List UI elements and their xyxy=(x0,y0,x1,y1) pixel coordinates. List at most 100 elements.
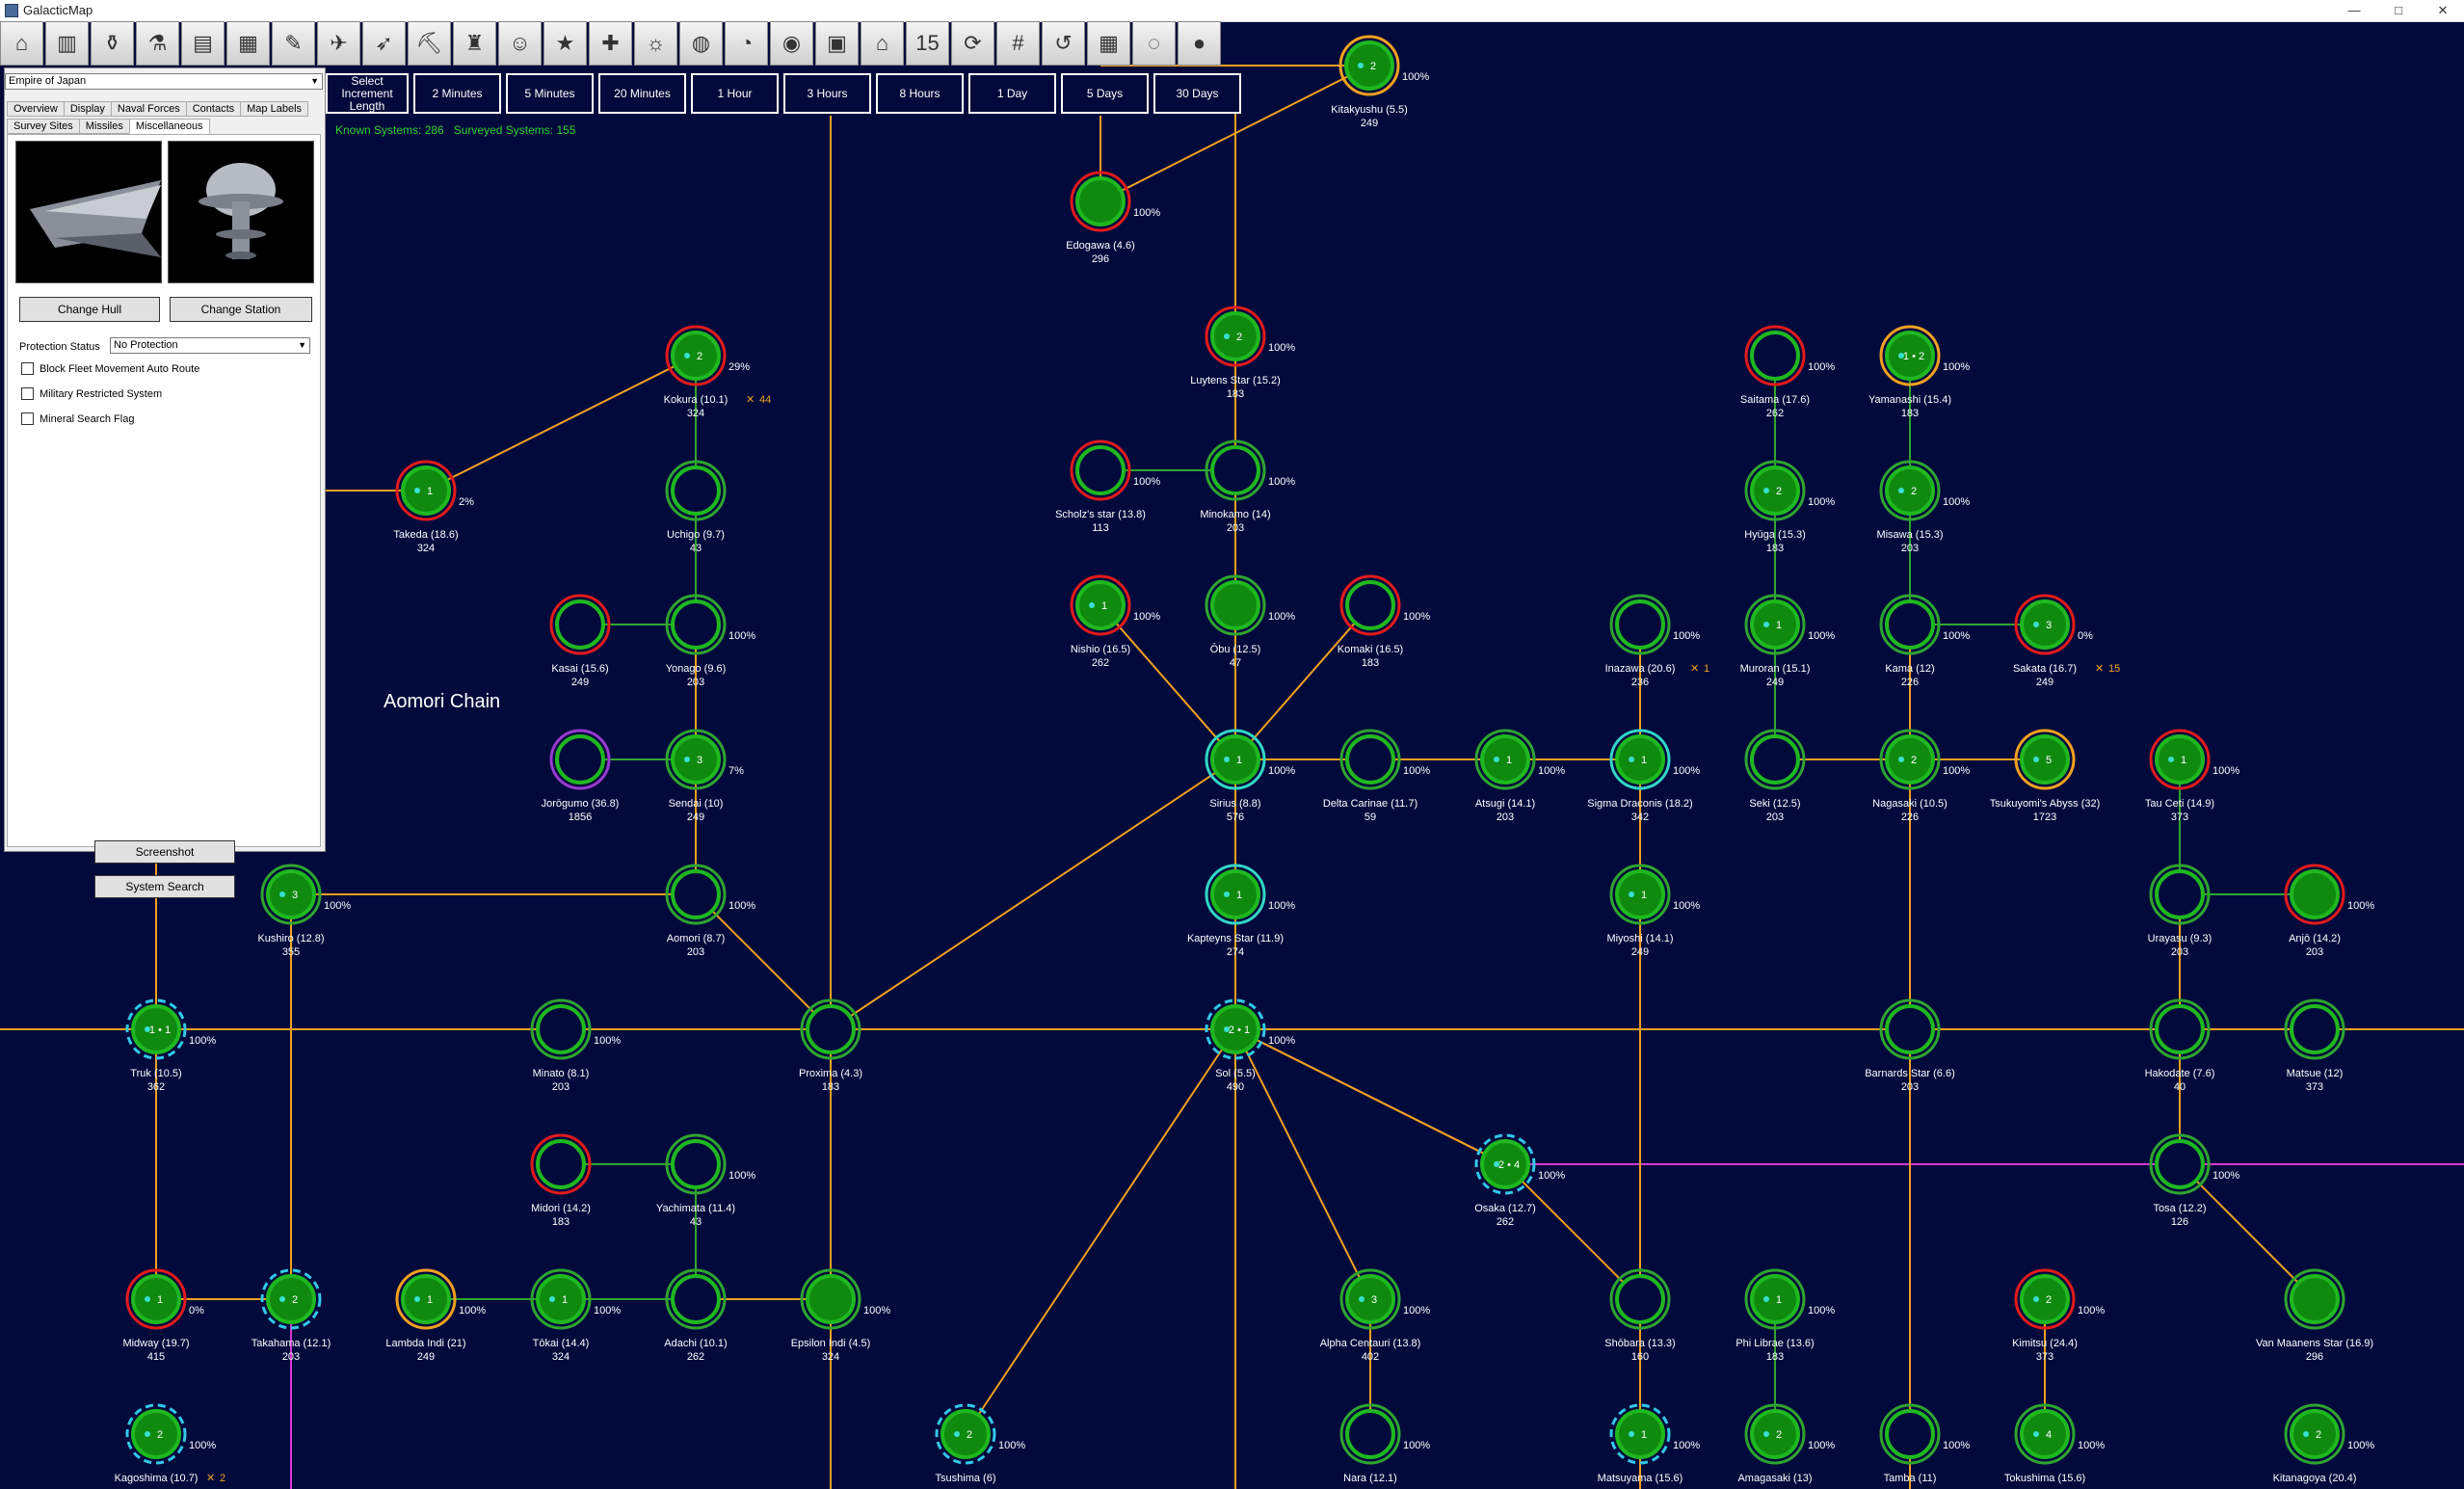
block-fleet-checkbox[interactable]: Block Fleet Movement Auto Route xyxy=(21,362,199,375)
undo-icon[interactable]: ↺ xyxy=(1042,21,1085,66)
system-tamba[interactable]: Tamba (11)100% xyxy=(1879,1403,1970,1484)
system-matsue[interactable]: Matsue (12)373 xyxy=(2284,998,2345,1093)
tab-map-labels[interactable]: Map Labels xyxy=(240,101,309,117)
galactic-map-icon[interactable]: ◍ xyxy=(679,21,723,66)
military-restricted-checkbox[interactable]: Military Restricted System xyxy=(21,387,162,400)
system-adachi[interactable]: Adachi (10.1)262 xyxy=(664,1268,728,1363)
increment-button-7[interactable]: 1 Day xyxy=(968,73,1056,114)
increment-button-6[interactable]: 8 Hours xyxy=(876,73,964,114)
tab-missiles[interactable]: Missiles xyxy=(78,119,130,134)
increment-button-0[interactable]: Select Increment Length xyxy=(326,73,409,114)
refresh-icon[interactable]: ⟳ xyxy=(951,21,994,66)
industry-icon[interactable]: ▥ xyxy=(45,21,89,66)
bulb-icon[interactable]: ◌ xyxy=(1132,21,1176,66)
increment-button-8[interactable]: 5 Days xyxy=(1061,73,1149,114)
exit-icon[interactable]: ● xyxy=(1178,21,1221,66)
medals-icon[interactable]: ★ xyxy=(543,21,587,66)
system-uchigo[interactable]: Uchigo (9.7)43 xyxy=(665,460,727,554)
commander-icon[interactable]: ☺ xyxy=(498,21,542,66)
tab-display[interactable]: Display xyxy=(63,101,112,117)
system-jorogumo[interactable]: Jorōgumo (36.8)1856 xyxy=(542,729,620,823)
increment-button-1[interactable]: 2 Minutes xyxy=(413,73,501,114)
system-barnards[interactable]: Barnards Star (6.6)203 xyxy=(1865,998,1955,1093)
wealth-icon[interactable]: ▤ xyxy=(181,21,225,66)
increment-button-9[interactable]: 30 Days xyxy=(1153,73,1241,114)
intelligence-icon[interactable]: ◉ xyxy=(770,21,813,66)
circuit-icon[interactable]: ▣ xyxy=(815,21,859,66)
checkbox-box[interactable] xyxy=(21,362,34,375)
checkbox-box[interactable] xyxy=(21,412,34,425)
tab-naval-forces[interactable]: Naval Forces xyxy=(110,101,187,117)
calendar-icon[interactable]: 15 xyxy=(906,21,949,66)
system-nara[interactable]: Nara (12.1)100% xyxy=(1339,1403,1430,1484)
system-search-button[interactable]: System Search xyxy=(94,875,235,898)
close-icon[interactable]: ✕ xyxy=(2437,3,2449,17)
checkbox-box[interactable] xyxy=(21,387,34,400)
race-flag-icon[interactable]: ✚ xyxy=(589,21,632,66)
change-station-button[interactable]: Change Station xyxy=(170,297,312,322)
system-view-icon[interactable]: ☼ xyxy=(634,21,677,66)
system-midori[interactable]: Midori (14.2)183 xyxy=(530,1133,592,1228)
species-icon[interactable]: ◔ xyxy=(725,21,768,66)
tab-contacts[interactable]: Contacts xyxy=(185,101,242,117)
government-icon[interactable]: ⌂ xyxy=(861,21,904,66)
system-shobara[interactable]: Shōbara (13.3)160 xyxy=(1604,1268,1676,1363)
screenshot-button[interactable]: Screenshot xyxy=(94,840,235,864)
tab-survey-sites[interactable]: Survey Sites xyxy=(7,119,80,134)
maximize-icon[interactable]: □ xyxy=(2395,3,2402,17)
tab-miscellaneous[interactable]: Miscellaneous xyxy=(128,119,210,134)
economics-icon[interactable]: ⚱ xyxy=(91,21,134,66)
protection-status-select[interactable]: No Protection ▼ xyxy=(110,337,310,354)
ground-unit-icon[interactable]: ♜ xyxy=(453,21,496,66)
tab-overview[interactable]: Overview xyxy=(7,101,65,117)
system-proxima[interactable]: Proxima (4.3)183 xyxy=(799,998,862,1093)
missile-icon[interactable]: ➶ xyxy=(362,21,406,66)
increment-button-3[interactable]: 20 Minutes xyxy=(598,73,686,114)
production-icon[interactable]: ✎ xyxy=(272,21,315,66)
